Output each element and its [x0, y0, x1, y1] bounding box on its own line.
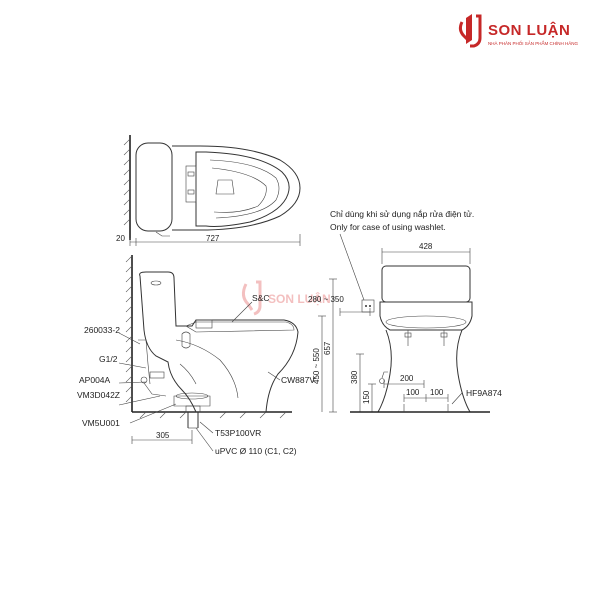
watermark: SON LUẬN — [241, 280, 331, 316]
brand-name: SON LUẬN — [488, 21, 570, 39]
dim-657: 657 — [323, 341, 332, 355]
dim-100-left: 100 — [406, 388, 420, 397]
dim-380: 380 — [350, 370, 359, 384]
dim-wall-gap: 20 — [116, 234, 125, 243]
label-g12: G1/2 — [99, 354, 118, 364]
label-260033-2: 260033-2 — [84, 325, 120, 335]
brand-tagline: NHÀ PHÂN PHỐI SẢN PHẨM CHÍNH HÃNG — [488, 40, 579, 46]
front-view: Chỉ dùng khi sử dụng nắp rửa điện tử. On… — [330, 209, 502, 413]
logo-mark-icon — [458, 14, 482, 48]
dim-200: 200 — [400, 374, 414, 383]
label-vm5u001: VM5U001 — [82, 418, 120, 428]
dim-450-550: 450 ~ 550 — [312, 348, 321, 384]
side-view: S&C 260033-2 G1/2 AP004A VM3D042Z VM5U00… — [77, 255, 315, 456]
label-upvc-pipe: uPVC Ø 110 (C1, C2) — [215, 446, 297, 456]
height-dimensions: 657 450 ~ 550 380 150 280 ~ 350 — [308, 278, 376, 413]
dim-150: 150 — [362, 390, 371, 404]
dim-100-right: 100 — [430, 388, 444, 397]
watermark-text: SON LUẬN — [268, 291, 331, 306]
note-vietnamese: Chỉ dùng khi sử dụng nắp rửa điện tử. — [330, 209, 474, 219]
label-hf9a874: HF9A874 — [466, 388, 502, 398]
dim-280-350: 280 ~ 350 — [308, 295, 344, 304]
label-seat: S&C — [252, 293, 269, 303]
power-socket-icon — [361, 299, 375, 313]
top-view: 20 727 — [116, 135, 301, 246]
note-english: Only for case of using washlet. — [330, 222, 446, 232]
dim-428: 428 — [419, 242, 433, 251]
dim-305: 305 — [156, 431, 170, 440]
dim-total-length: 727 — [206, 234, 220, 243]
brand-logo: SON LUẬN NHÀ PHÂN PHỐI SẢN PHẨM CHÍNH HÃ… — [458, 14, 579, 48]
label-ap004a: AP004A — [79, 375, 111, 385]
label-vm3d042z: VM3D042Z — [77, 390, 120, 400]
label-cw887v: CW887V — [281, 375, 315, 385]
label-t53p100vr: T53P100VR — [215, 428, 261, 438]
watermark-logo-icon — [241, 283, 254, 311]
